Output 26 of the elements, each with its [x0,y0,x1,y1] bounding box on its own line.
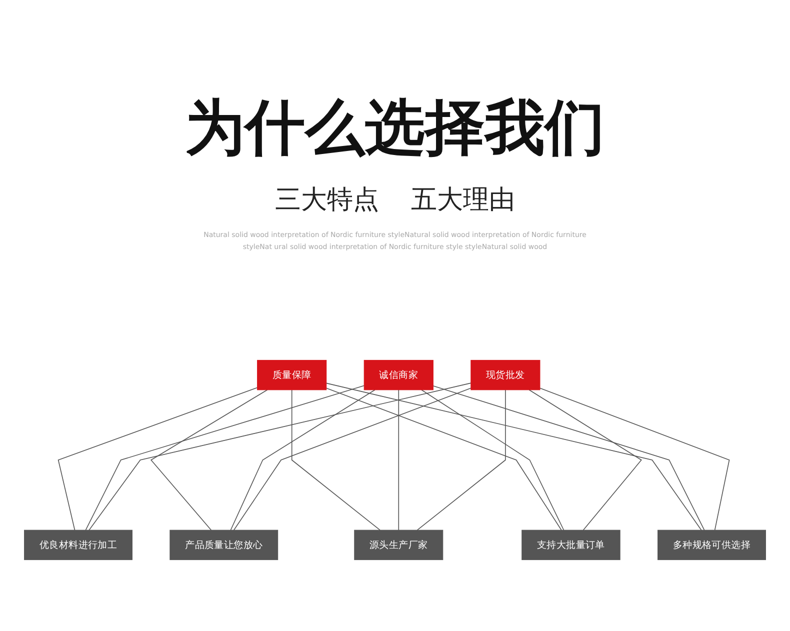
connector [540,388,730,531]
connector [398,389,400,531]
node-box: 优良材料进行加工 [24,530,132,560]
connector [432,385,705,531]
subtitle: 三大特点 [275,185,379,215]
node-box: 现货批发 [470,360,540,390]
connector [88,382,472,531]
connector [150,389,268,531]
subtitle: 五大理由 [411,185,515,215]
connector [291,389,380,531]
node-box: 质量保障 [257,360,327,390]
node-box: 支持大批量订单 [522,530,620,560]
connector [421,389,564,531]
connector [326,388,562,531]
node-box: 源头生产厂家 [354,530,444,560]
connector [416,389,506,531]
node-box: 多种规格可供选择 [658,530,766,560]
connector [58,387,258,531]
node-box: 产品质量让您放心 [170,530,278,560]
connector [85,385,365,531]
connector [528,389,642,531]
node-box: 诚信商家 [364,360,434,390]
connector [233,388,472,531]
connector [230,389,376,531]
title: 为什么选择我们 [184,92,606,165]
connector [326,382,702,531]
